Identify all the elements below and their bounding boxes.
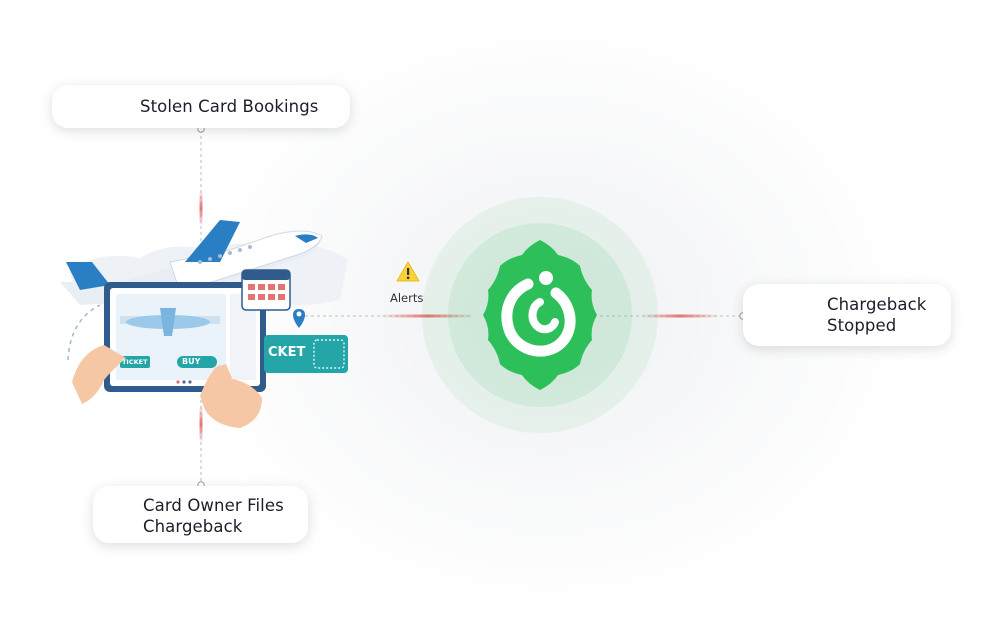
card-owner-label-line1: Card Owner Files xyxy=(143,496,284,515)
buy-button-label: BUY xyxy=(182,357,201,366)
calendar-icon xyxy=(241,269,291,311)
alerts-label: Alerts xyxy=(390,291,424,305)
card-owner-label-line2: Chargeback xyxy=(143,517,243,536)
chargeback-stopped-node: Chargeback Stopped xyxy=(743,284,951,346)
ticket-small-label: TICKET xyxy=(122,358,148,366)
connector-booking-to-logo xyxy=(305,314,475,318)
warning-triangle-icon xyxy=(396,261,420,282)
card-owner-chargeback-node: Card Owner Files Chargeback xyxy=(93,486,308,543)
stolen-card-bookings-node: Stolen Card Bookings xyxy=(52,85,350,128)
chargeback-stopped-label-line2: Stopped xyxy=(827,316,897,335)
ticket-large-label: CKET xyxy=(268,345,306,360)
chargeback-stopped-label-line1: Chargeback xyxy=(827,295,927,314)
droplet-logo-icon xyxy=(422,197,658,433)
connector-stolen-to-booking xyxy=(197,125,205,245)
location-pin-icon xyxy=(293,309,305,328)
stolen-card-bookings-label: Stolen Card Bookings xyxy=(140,97,319,116)
connector-booking-to-owner xyxy=(197,400,205,489)
booking-illustration xyxy=(60,220,348,428)
